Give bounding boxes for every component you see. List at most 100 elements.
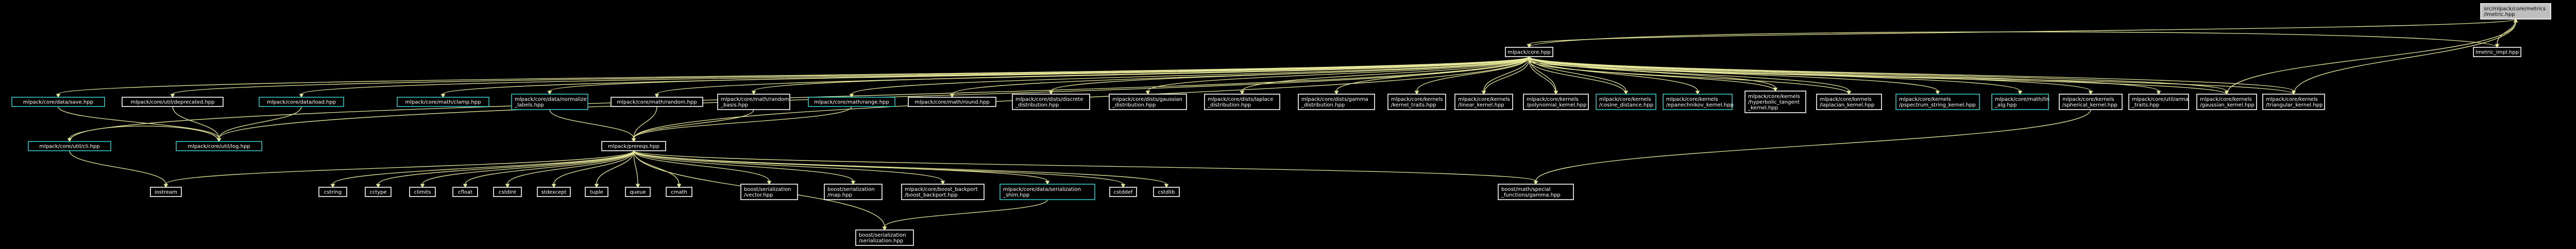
node-tuple[interactable]: tuple	[585, 187, 608, 197]
node-stdexcept[interactable]: stdexcept	[537, 187, 571, 197]
node-label: _basis.hpp	[720, 102, 748, 108]
node-label: mlpack/core/math/random	[721, 97, 789, 102]
node-core[interactable]: mlpack/core.hpp	[1505, 47, 1553, 57]
node-box	[409, 187, 436, 197]
edge-core-to-data_save	[56, 56, 1530, 98]
node-box	[2473, 47, 2521, 57]
node-cctype[interactable]: cctype	[365, 187, 392, 197]
node-arma-traits[interactable]: mlpack/core/util/arma_traits.hpp	[2128, 94, 2189, 110]
node-climits[interactable]: climits	[409, 187, 436, 197]
node-random-basis[interactable]: mlpack/core/math/random_basis.hpp	[717, 94, 790, 110]
node-cstddef[interactable]: cstddef	[1109, 187, 1137, 197]
node-label: /spherical_kernel.hpp	[2062, 102, 2117, 108]
node-math-clamp[interactable]: mlpack/core/math/clamp.hpp	[397, 97, 489, 107]
node-label: queue	[630, 190, 646, 195]
node-normalize-labels[interactable]: mlpack/core/data/normalize_labels.hpp	[511, 94, 588, 110]
node-data-load[interactable]: mlpack/core/data/load.hpp	[259, 97, 344, 107]
node-label: tuple	[590, 190, 603, 195]
node-serialization-shim[interactable]: mlpack/core/data/serialization_shim.hpp	[999, 184, 1095, 200]
node-label: mlpack/core/data/normalize	[515, 97, 587, 102]
node-box	[2196, 94, 2257, 110]
edge-prereqs-to-cctype	[376, 150, 634, 188]
node-label: mlpack/core/util/deprecated.hpp	[130, 100, 214, 105]
node-spherical-kernel[interactable]: mlpack/core/kernels/spherical_kernel.hpp	[2059, 94, 2123, 110]
node-ser-map[interactable]: boost/serialization/map.hpp	[824, 184, 883, 200]
node-box	[601, 141, 666, 151]
node-label: _alg.hpp	[1994, 102, 2016, 108]
node-laplace-dist[interactable]: mlpack/core/dists/laplace_distribution.h…	[1204, 94, 1280, 110]
node-lin-alg[interactable]: mlpack/core/math/lin_alg.hpp	[1991, 94, 2049, 110]
edge-prereqs-to-cstdint	[505, 150, 634, 188]
node-linear-kernel[interactable]: mlpack/core/kernels/linear_kernel.hpp	[1454, 94, 1513, 110]
node-label: /hyperbolic_tangent	[1748, 100, 1800, 105]
node-math-round[interactable]: mlpack/core/math/round.hpp	[908, 97, 996, 107]
node-label: /boost_backport.hpp	[905, 192, 958, 198]
node-label: boost/serialization	[827, 187, 875, 192]
node-kernel-traits[interactable]: mlpack/core/kernels/kernel_traits.hpp	[1387, 94, 1446, 110]
node-cstring[interactable]: cstring	[318, 187, 347, 197]
node-label: mlpack/core/kernels	[1748, 94, 1800, 100]
node-iostream[interactable]: iostream	[150, 187, 182, 197]
node-math-random[interactable]: mlpack/core/math/random.hpp	[611, 97, 703, 107]
node-label: _kernel.hpp	[1748, 105, 1778, 111]
node-label: mlpack/core/math/lin	[1995, 97, 2049, 102]
node-cfloat[interactable]: cfloat	[452, 187, 478, 197]
node-gamma-dist[interactable]: mlpack/core/dists/gamma_distribution.hpp	[1298, 94, 1375, 110]
node-pspectrum-string[interactable]: mlpack/core/kernels/pspectrum_string_ker…	[1895, 94, 1980, 110]
edge-prereqs-to-stdexcept	[551, 150, 634, 188]
node-box	[1387, 94, 1446, 110]
node-box	[493, 187, 522, 197]
node-label: stdexcept	[541, 190, 566, 195]
node-data-save[interactable]: mlpack/core/data/save.hpp	[11, 97, 105, 107]
node-polynomial-kernel[interactable]: mlpack/core/kernels/polynomial_kernel.hp…	[1523, 94, 1589, 110]
node-boost-backport[interactable]: mlpack/core/boost_backport/boost_backpor…	[901, 184, 985, 200]
node-lmetric-impl[interactable]: lmetric_impl.hpp	[2473, 47, 2521, 57]
node-box	[717, 94, 790, 110]
edge-core-to-pspectrum_string	[1529, 56, 1940, 95]
node-laplacian-kernel[interactable]: mlpack/core/kernels/laplacian_kernel.hpp	[1816, 94, 1882, 110]
edge-triangular_kernel-to-core	[1527, 56, 2294, 95]
node-label: src/mlpack/core/metrics	[2484, 6, 2546, 12]
node-cmath[interactable]: cmath	[666, 187, 692, 197]
node-gamma[interactable]: boost/math/special_functions/gamma.hpp	[1498, 184, 1574, 200]
node-box	[740, 184, 798, 200]
node-box	[150, 187, 182, 197]
node-cstdint[interactable]: cstdint	[493, 187, 522, 197]
node-hyperbolic-tangent[interactable]: mlpack/core/kernels/hyperbolic_tangent_k…	[1744, 91, 1806, 113]
node-math-range[interactable]: mlpack/core/math/range.hpp	[808, 97, 895, 107]
edge-core-to-math_clamp	[440, 56, 1530, 98]
node-prereqs[interactable]: mlpack/prereqs.hpp	[601, 141, 666, 151]
node-label: mlpack/core/util/cli.hpp	[39, 144, 99, 150]
node-gaussian-kernel[interactable]: mlpack/core/kernels/gaussian_kernel.hpp	[2196, 94, 2257, 110]
edge-prereqs-to-cfloat	[463, 150, 634, 188]
node-util-cli[interactable]: mlpack/core/util/cli.hpp	[28, 141, 111, 151]
edge-core-to-spherical_kernel	[1529, 56, 2093, 95]
node-triangular-kernel[interactable]: mlpack/core/kernels/triangular_kernel.hp…	[2262, 94, 2325, 110]
node-util-log[interactable]: mlpack/core/util/log.hpp	[176, 141, 262, 151]
node-discrete-dist[interactable]: mlpack/core/dists/discrete_distribution.…	[1012, 94, 1090, 110]
node-epanechnikov-kernel[interactable]: mlpack/core/kernels/epanechnikov_kernel.…	[1663, 94, 1734, 110]
node-label: mlpack/prereqs.hpp	[608, 144, 659, 150]
node-label: mlpack/core/dists/gamma	[1301, 97, 1368, 102]
edge-core-to-triangular_kernel	[1529, 56, 2296, 95]
node-queue[interactable]: queue	[625, 187, 651, 197]
node-gaussian-dist[interactable]: mlpack/core/dists/gaussian_distribution.…	[1109, 94, 1187, 110]
node-cstdlib[interactable]: cstdlib	[1153, 187, 1180, 197]
edge-core-to-kernel_traits	[1414, 56, 1530, 95]
node-util-deprecated[interactable]: mlpack/core/util/deprecated.hpp	[122, 97, 224, 107]
node-cosine-distance[interactable]: mlpack/core/kernels/cosine_distance.hpp	[1596, 94, 1656, 110]
node-label: mlpack/core/data/serialization	[1003, 187, 1081, 192]
node-box	[1596, 94, 1656, 110]
edge-prereqs-to-ser_vector	[633, 150, 772, 185]
node-label: /triangular_kernel.hpp	[2266, 102, 2323, 108]
node-box	[2128, 94, 2189, 110]
node-ser-serialization[interactable]: boost/serialization/serialization.hpp	[855, 229, 914, 246]
node-box	[397, 97, 489, 107]
node-box	[452, 187, 478, 197]
node-label: /vector.hpp	[744, 192, 773, 198]
edge-math_range-to-prereqs	[631, 106, 852, 142]
node-ser-vector[interactable]: boost/serialization/vector.hpp	[740, 184, 798, 200]
edge-prereqs-to-tuple	[594, 150, 634, 188]
node-label: mlpack/core/math/round.hpp	[914, 100, 989, 105]
node-label: mlpack/core.hpp	[1507, 50, 1551, 56]
